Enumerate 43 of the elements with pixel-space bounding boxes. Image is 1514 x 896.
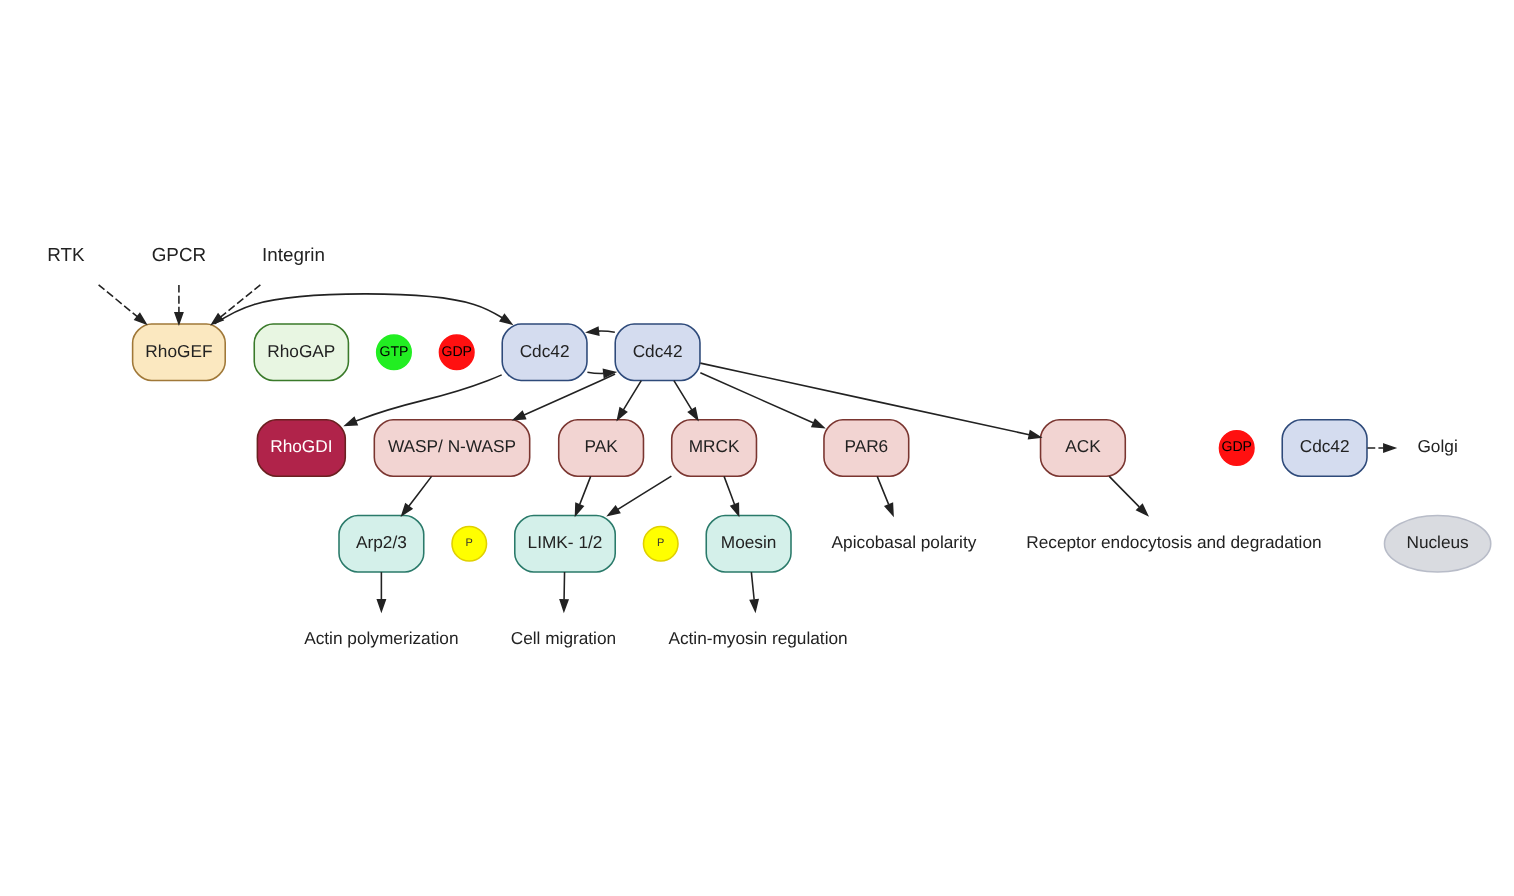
node-text: RTK xyxy=(47,243,85,266)
arrow xyxy=(699,362,1043,440)
node-box: PAK xyxy=(557,418,645,478)
arrow xyxy=(173,284,184,327)
node-text: Cell migration xyxy=(510,627,617,648)
arrow xyxy=(606,475,673,517)
arrow xyxy=(699,372,826,429)
node-ellipse: Nucleus xyxy=(1383,514,1492,573)
node-box: ACK xyxy=(1039,418,1127,478)
node-text: Actin-myosin regulation xyxy=(668,627,848,648)
node-box: RhoGAP xyxy=(253,323,350,382)
arrow xyxy=(749,571,760,614)
arrow xyxy=(1108,475,1150,517)
node-text: GPCR xyxy=(151,243,207,266)
arrow xyxy=(343,374,503,427)
arrow xyxy=(876,475,894,518)
node-box: Cdc42 xyxy=(1281,418,1368,478)
arrow xyxy=(585,326,616,336)
node-text: Golgi xyxy=(1417,436,1458,457)
node-box: Moesin xyxy=(705,514,792,573)
arrow xyxy=(616,379,643,422)
arrow xyxy=(559,571,570,614)
node-text: Apicobasal polarity xyxy=(831,532,977,553)
node-text: Actin polymerization xyxy=(304,627,459,648)
node-box: MRCK xyxy=(670,418,758,478)
arrow xyxy=(213,293,514,326)
node-box: WASP/ N-WASP xyxy=(373,418,531,478)
node-box: Cdc42 xyxy=(501,323,588,382)
node-text: Integrin xyxy=(262,243,325,266)
node-box: Cdc42 xyxy=(614,323,701,382)
node-box: LIMK- 1/2 xyxy=(514,514,616,573)
node-box: RhoGEF xyxy=(131,323,226,382)
arrow xyxy=(1366,443,1398,453)
arrow xyxy=(97,284,148,326)
arrow xyxy=(574,475,592,518)
arrow xyxy=(400,475,433,518)
node-box: PAR6 xyxy=(823,418,910,478)
node-text: Receptor endocytosis and degradation xyxy=(1026,532,1322,553)
arrow xyxy=(376,571,387,614)
arrow xyxy=(723,475,740,518)
node-box: RhoGDI xyxy=(256,418,347,478)
arrow xyxy=(673,379,699,422)
node-box: Arp2/3 xyxy=(338,514,425,573)
